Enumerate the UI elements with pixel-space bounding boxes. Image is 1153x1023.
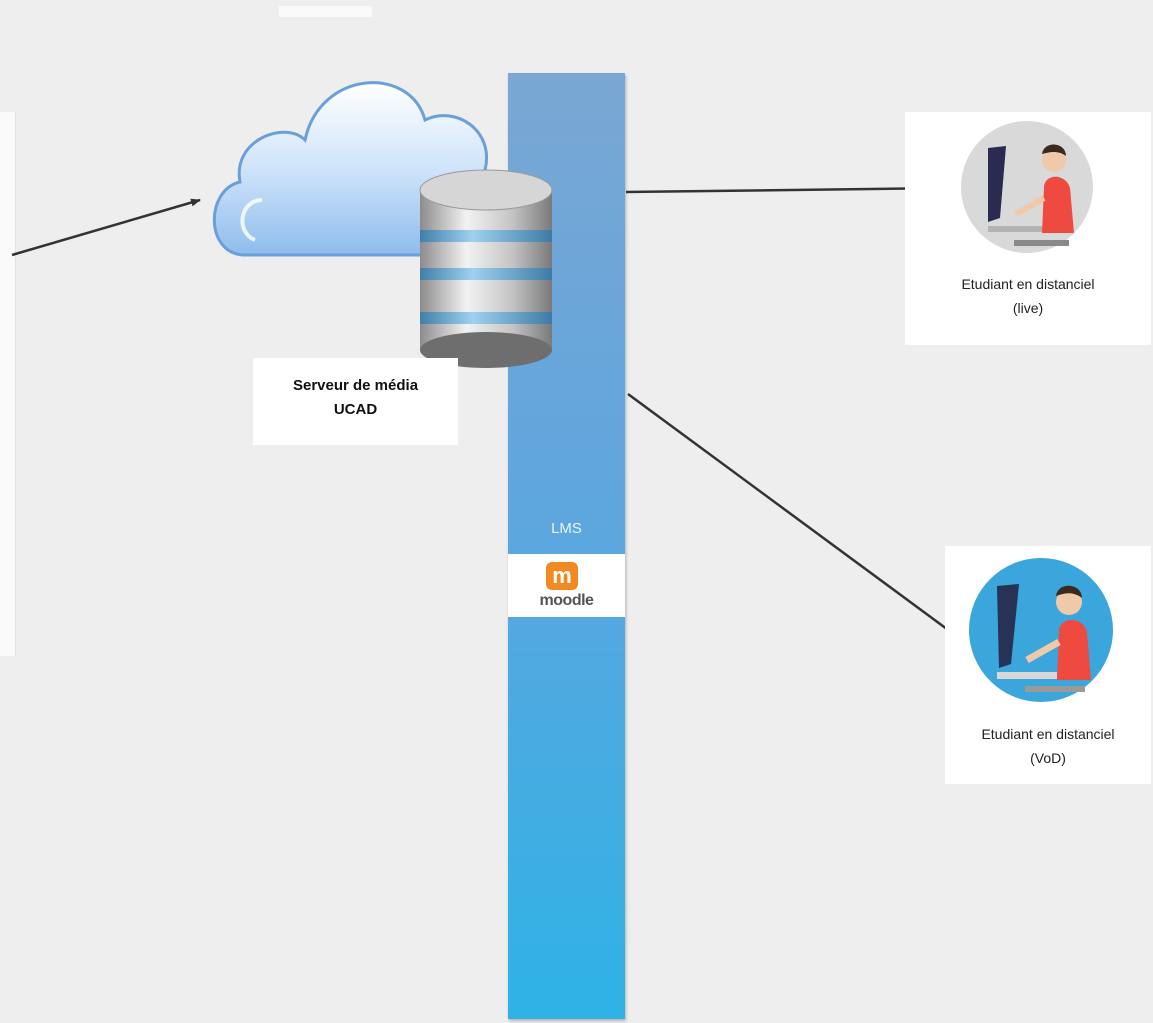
- student-live-label: Etudiant en distanciel (live): [905, 272, 1151, 320]
- student-vod-label: Etudiant en distanciel (VoD): [945, 722, 1151, 770]
- arrow-lms-to-vod: [627, 392, 956, 637]
- student-at-computer-icon: [961, 121, 1093, 253]
- database-icon: [419, 169, 553, 368]
- student-vod-line2: (VoD): [1030, 750, 1066, 766]
- left-panel-edge: [0, 112, 16, 656]
- student-vod-card: Etudiant en distanciel (VoD): [945, 546, 1151, 784]
- server-label-line2: UCAD: [333, 401, 378, 418]
- student-at-computer-icon: [969, 558, 1113, 702]
- arrow-input-to-cloud: [11, 198, 201, 257]
- server-label-box: Serveur de média UCAD: [253, 358, 458, 445]
- server-label-line1: Serveur de média: [292, 377, 419, 394]
- moodle-logo: m moodle: [508, 554, 625, 617]
- student-live-card: Etudiant en distanciel (live): [905, 112, 1151, 345]
- moodle-logo-text: moodle: [539, 592, 594, 609]
- top-box-edge: [279, 6, 372, 17]
- server-label: Serveur de média UCAD: [253, 374, 458, 422]
- student-live-line1: Etudiant en distanciel: [961, 276, 1095, 292]
- moodle-logo-icon: m: [546, 562, 578, 590]
- student-vod-line1: Etudiant en distanciel: [981, 726, 1115, 742]
- arrow-lms-to-live: [625, 184, 956, 194]
- student-live-line2: (live): [1012, 300, 1044, 316]
- lms-label: LMS: [551, 520, 582, 537]
